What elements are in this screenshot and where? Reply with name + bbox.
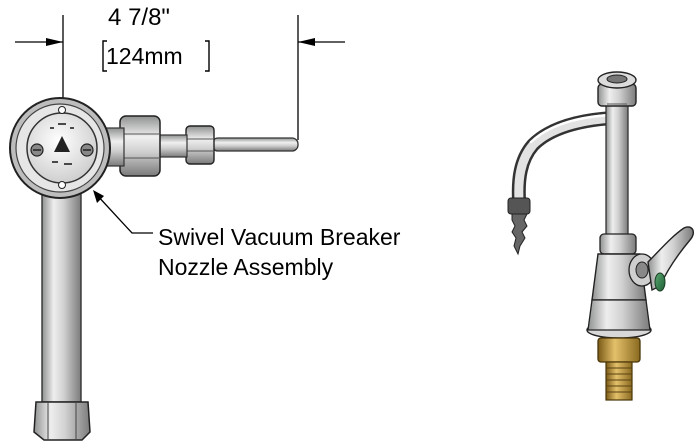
callout-leader [93, 190, 153, 234]
callout-label-line-2: Nozzle Assembly [158, 254, 334, 280]
side-view-assembly [9, 97, 299, 441]
vacuum-breaker-body [9, 97, 111, 199]
callout-label-line-1: Swivel Vacuum Breaker [158, 224, 401, 250]
top-vacuum-breaker [597, 71, 637, 107]
swivel-nut [119, 115, 161, 177]
bottom-hex-nut [33, 401, 91, 441]
dimension-metric-label: 124mm [106, 43, 183, 69]
dimension-imperial-label: 4 7/8" [108, 4, 170, 31]
serrated-nozzle [507, 197, 531, 256]
dimension-arrows [46, 38, 315, 46]
metric-brackets [102, 40, 210, 72]
faucet-perspective-view [507, 71, 694, 401]
lever-handle [647, 226, 694, 292]
brass-shank [597, 337, 641, 401]
spout-nut [185, 125, 215, 165]
